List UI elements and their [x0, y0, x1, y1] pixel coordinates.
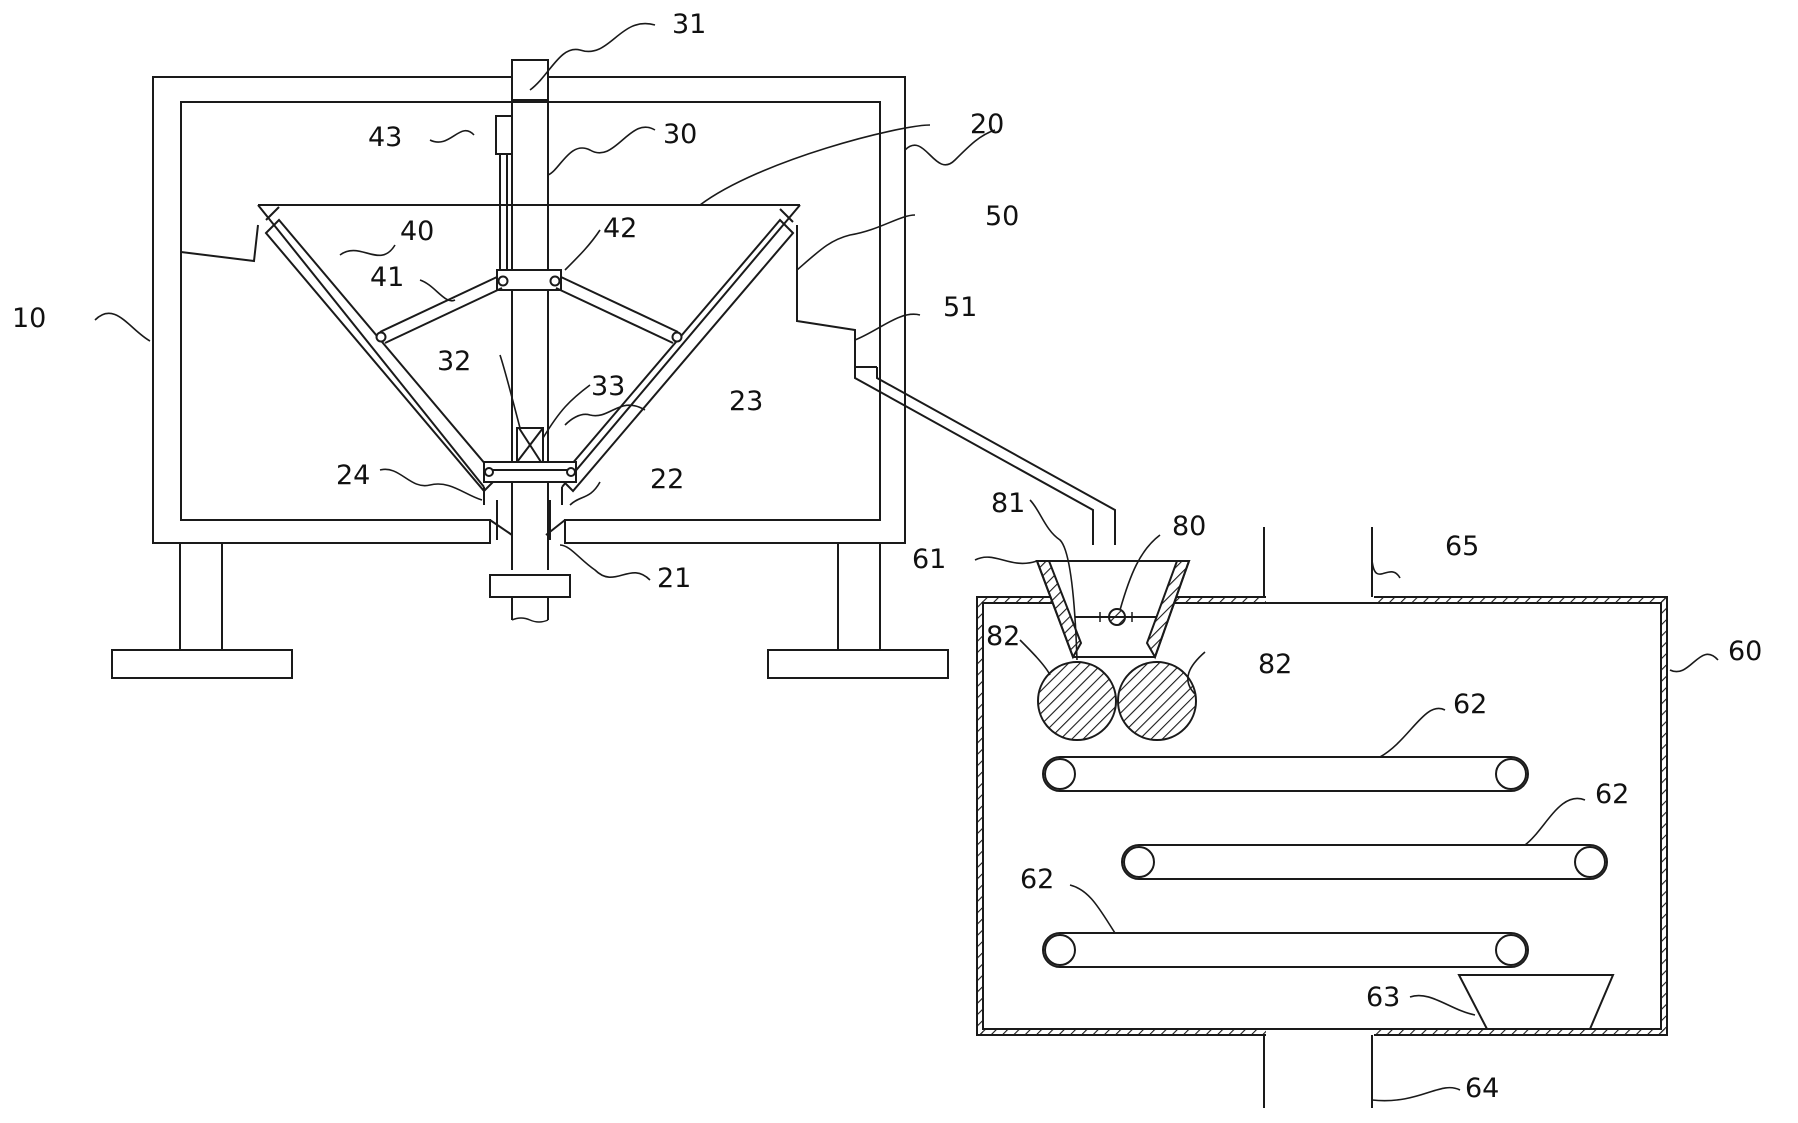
- label-42: 42: [603, 213, 637, 244]
- label-81: 81: [991, 488, 1025, 519]
- part-labels: 10 31 30 20 43 50 51 40 41 42 32 33 23 2…: [12, 9, 1762, 1104]
- conveyor-middle: [1121, 844, 1608, 880]
- rotor-shaft: [1108, 608, 1126, 626]
- hopper-bottom: [483, 487, 566, 540]
- linkage: [375, 269, 683, 344]
- label-82-left: 82: [986, 621, 1020, 652]
- label-51: 51: [943, 292, 977, 323]
- top-duct: [1263, 527, 1373, 597]
- label-62-bottom: 62: [1020, 864, 1054, 895]
- label-61: 61: [912, 544, 946, 575]
- crushing-rollers: [1037, 661, 1197, 741]
- collection-bucket: [1457, 974, 1615, 1030]
- label-60: 60: [1728, 636, 1762, 667]
- right-leg: [767, 542, 949, 679]
- label-32: 32: [437, 346, 471, 377]
- label-31: 31: [672, 9, 706, 40]
- label-24: 24: [336, 460, 370, 491]
- conveyor-bottom: [1042, 932, 1529, 968]
- label-22: 22: [650, 464, 684, 495]
- label-63: 63: [1366, 982, 1400, 1013]
- sorting-chamber: [976, 596, 1668, 1036]
- label-65: 65: [1445, 531, 1479, 562]
- label-21: 21: [657, 563, 691, 594]
- label-23: 23: [729, 386, 763, 417]
- inner-bin: [180, 224, 877, 368]
- label-30: 30: [663, 119, 697, 150]
- label-40: 40: [400, 216, 434, 247]
- label-62-middle: 62: [1595, 779, 1629, 810]
- lower-bracket: [483, 427, 577, 483]
- label-62-top: 62: [1453, 689, 1487, 720]
- leader-lines: [94, 22, 1719, 1102]
- central-shaft: [489, 59, 571, 623]
- left-leg: [111, 542, 293, 679]
- label-41: 41: [370, 262, 404, 293]
- conveyor-top: [1042, 756, 1529, 792]
- actuator: [495, 115, 513, 270]
- label-50: 50: [985, 201, 1019, 232]
- label-43: 43: [368, 122, 402, 153]
- label-20: 20: [970, 109, 1004, 140]
- label-80: 80: [1172, 511, 1206, 542]
- label-82-right: 82: [1258, 649, 1292, 680]
- hopper: [257, 204, 801, 493]
- discharge-chute: [854, 330, 1116, 545]
- label-10: 10: [12, 303, 46, 334]
- label-33: 33: [591, 371, 625, 402]
- bottom-duct: [1263, 1035, 1373, 1108]
- label-64: 64: [1465, 1073, 1499, 1104]
